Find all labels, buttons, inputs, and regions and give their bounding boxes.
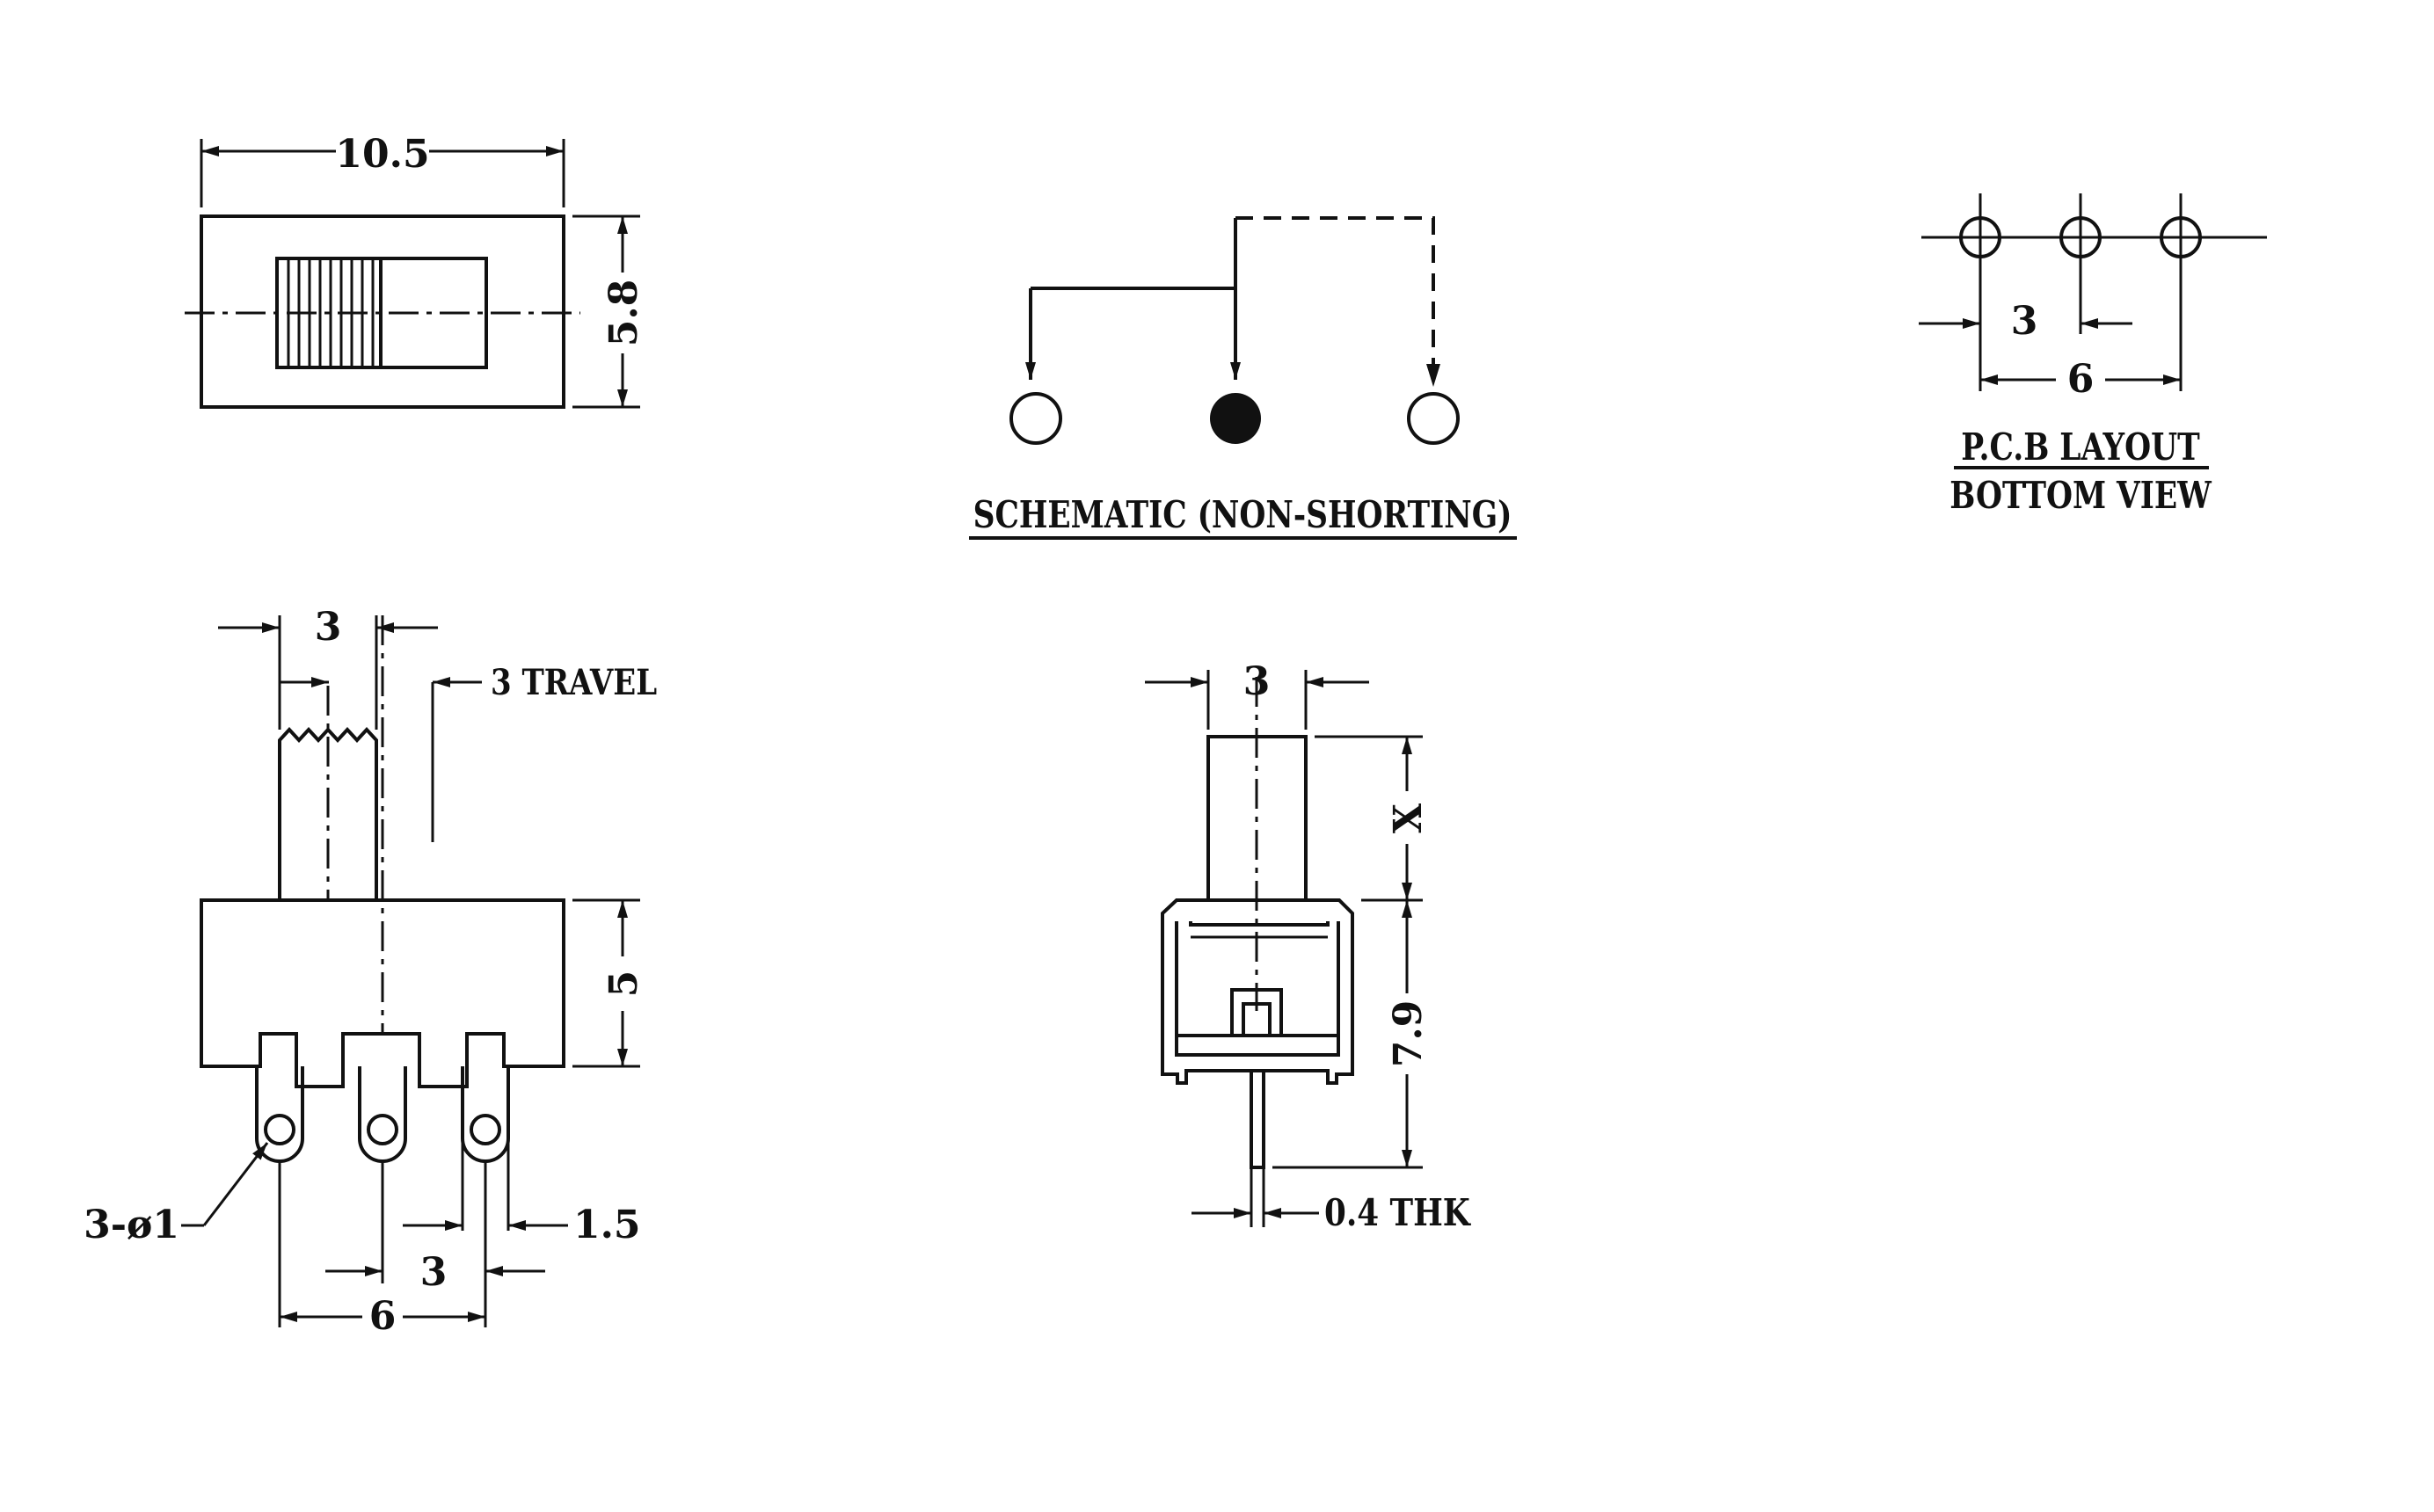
side-view-thk-label: 0.4 THK [1324, 1191, 1472, 1235]
pcb-span-label: 6 [2067, 357, 2095, 402]
schematic-right-arrowhead [1426, 364, 1440, 387]
front-view-actuator-width-label: 3 [315, 605, 342, 650]
side-view-x-label: X [1386, 803, 1431, 833]
pcb-caption-line2: BOTTOM VIEW [1949, 475, 2212, 518]
front-view-terminal-right-hole [470, 1114, 501, 1145]
side-view-frame-outer [1161, 898, 1354, 1085]
schematic-terminal-right [1407, 392, 1460, 445]
front-view-pitch-label: 3 [420, 1250, 448, 1295]
side-view-frame-inner [1175, 921, 1340, 1057]
side-view: 3 X 7.9 0.4 THK [1145, 659, 1472, 1235]
schematic: SCHEMATIC (NON-SHORTING) [969, 216, 1517, 540]
side-view-contact-stem [1242, 1002, 1272, 1037]
front-view-body [200, 898, 565, 1088]
front-view-hole-leader [202, 1142, 269, 1226]
front-view-height-label: 5 [601, 970, 646, 998]
schematic-caption: SCHEMATIC (NON-SHORTING) [973, 494, 1512, 537]
front-view-actuator [278, 727, 378, 900]
pcb-hole-2 [2052, 193, 2109, 334]
side-view-pin [1250, 1069, 1265, 1169]
pcb-layout: 3 6 P.C.B LAYOUT BOTTOM VIEW [1919, 193, 2267, 518]
schematic-terminal-left [1009, 392, 1062, 445]
front-view-offset-label: 1.5 [573, 1203, 641, 1247]
front-view-span-label: 6 [369, 1294, 397, 1339]
front-view-terminal-left-hole [264, 1114, 295, 1145]
top-view-height-label: 5.8 [601, 280, 646, 347]
pcb-pitch-label: 3 [2011, 299, 2038, 344]
schematic-dashed-path [1235, 216, 1435, 380]
pcb-hole-3 [2153, 193, 2209, 391]
side-view-actuator-width-label: 3 [1243, 659, 1271, 704]
front-view-travel-label: 3 TRAVEL [491, 661, 657, 702]
pcb-caption-line1: P.C.B LAYOUT [1961, 426, 2200, 469]
front-view-terminal-center-hole [367, 1114, 398, 1145]
front-view-hole-label: 3-ø1 [84, 1203, 179, 1247]
schematic-terminal-common [1210, 393, 1261, 444]
side-view-slider-inner [1189, 921, 1330, 927]
front-view: 3 3 TRAVEL 5 3-ø1 1.5 3 6 [84, 605, 657, 1339]
top-view: 10.5 5.8 [185, 132, 646, 409]
side-view-height-label: 7.9 [1386, 1000, 1431, 1068]
top-view-width-label: 10.5 [335, 132, 429, 177]
